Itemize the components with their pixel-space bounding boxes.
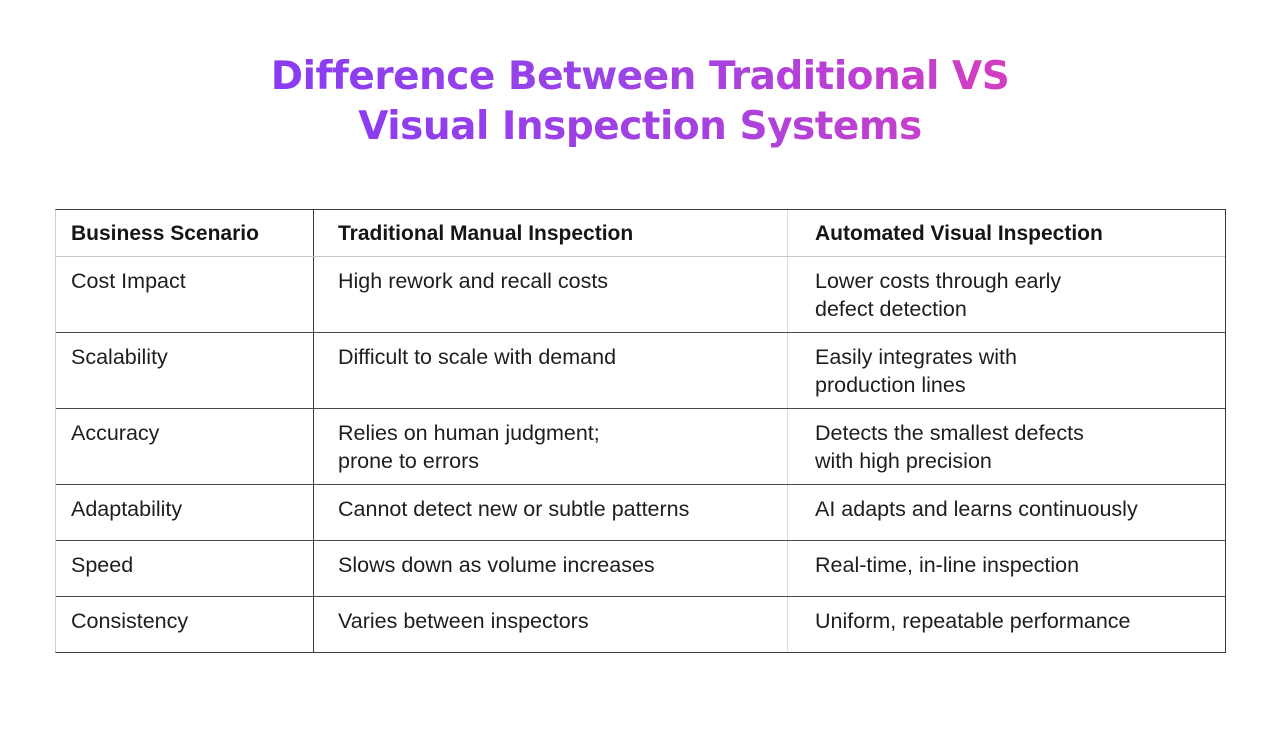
traditional-text: High rework and recall costs [338, 269, 609, 293]
table-row-consistency: Consistency Varies between inspectors Un… [56, 596, 1225, 652]
automated-text-line-2: with high precision [815, 449, 992, 473]
automated-text: AI adapts and learns continuously [815, 497, 1138, 521]
scenario-text: Speed [71, 553, 134, 577]
header-automated-visual-inspection: Automated Visual Inspection [815, 222, 1103, 245]
cell-traditional: Cannot detect new or subtle patterns [314, 485, 788, 540]
traditional-text-line-1: Relies on human judgment; [338, 421, 600, 445]
cell-scenario: Cost Impact [56, 257, 314, 332]
traditional-text: Varies between inspectors [338, 609, 589, 633]
cell-automated: Real-time, in-line inspection [788, 541, 1225, 596]
table-row-cost-impact: Cost Impact High rework and recall costs… [56, 256, 1225, 332]
scenario-text: Consistency [71, 609, 189, 633]
cell-traditional: Difficult to scale with demand [314, 333, 788, 408]
title-line-2: Visual Inspection Systems [358, 102, 922, 152]
cell-automated: Detects the smallest defects with high pr… [788, 409, 1225, 484]
cell-automated: Lower costs through early defect detectio… [788, 257, 1225, 332]
table-row-speed: Speed Slows down as volume increases Rea… [56, 540, 1225, 596]
automated-text-line-2: production lines [815, 373, 966, 397]
cell-scenario: Speed [56, 541, 314, 596]
traditional-text: Difficult to scale with demand [338, 345, 617, 369]
automated-text: Real-time, in-line inspection [815, 553, 1080, 577]
cell-scenario: Consistency [56, 597, 314, 652]
cell-scenario: Adaptability [56, 485, 314, 540]
header-traditional-manual-inspection: Traditional Manual Inspection [314, 210, 788, 256]
automated-text-line-1: Lower costs through early [815, 269, 1062, 293]
cell-scenario: Scalability [56, 333, 314, 408]
automated-text-line-1: Detects the smallest defects [815, 421, 1084, 445]
title-line-1: Difference Between Traditional VS [271, 52, 1010, 102]
cell-automated: Uniform, repeatable performance [788, 597, 1225, 652]
cell-traditional: Varies between inspectors [314, 597, 788, 652]
header-business-scenario: Business Scenario [56, 210, 314, 256]
page-title: Difference Between Traditional VS Visual… [0, 52, 1280, 152]
automated-text-line-1: Easily integrates with [815, 345, 1017, 369]
traditional-text-line-2: prone to errors [338, 449, 480, 473]
cell-scenario: Accuracy [56, 409, 314, 484]
cell-traditional: High rework and recall costs [314, 257, 788, 332]
scenario-text: Cost Impact [71, 269, 186, 293]
table-header-row: Business Scenario Traditional Manual Ins… [56, 210, 1225, 256]
table-row-scalability: Scalability Difficult to scale with dema… [56, 332, 1225, 408]
automated-text-line-2: defect detection [815, 297, 967, 321]
cell-traditional: Relies on human judgment; prone to errors [314, 409, 788, 484]
scenario-text: Accuracy [71, 421, 160, 445]
traditional-text: Cannot detect new or subtle patterns [338, 497, 690, 521]
automated-text: Uniform, repeatable performance [815, 609, 1131, 633]
cell-automated: Easily integrates with production lines [788, 333, 1225, 408]
traditional-text: Slows down as volume increases [338, 553, 655, 577]
comparison-table: Business Scenario Traditional Manual Ins… [55, 209, 1226, 653]
scenario-text: Adaptability [71, 497, 183, 521]
scenario-text: Scalability [71, 345, 168, 369]
table-row-accuracy: Accuracy Relies on human judgment; prone … [56, 408, 1225, 484]
cell-traditional: Slows down as volume increases [314, 541, 788, 596]
table-row-adaptability: Adaptability Cannot detect new or subtle… [56, 484, 1225, 540]
cell-automated: AI adapts and learns continuously [788, 485, 1225, 540]
